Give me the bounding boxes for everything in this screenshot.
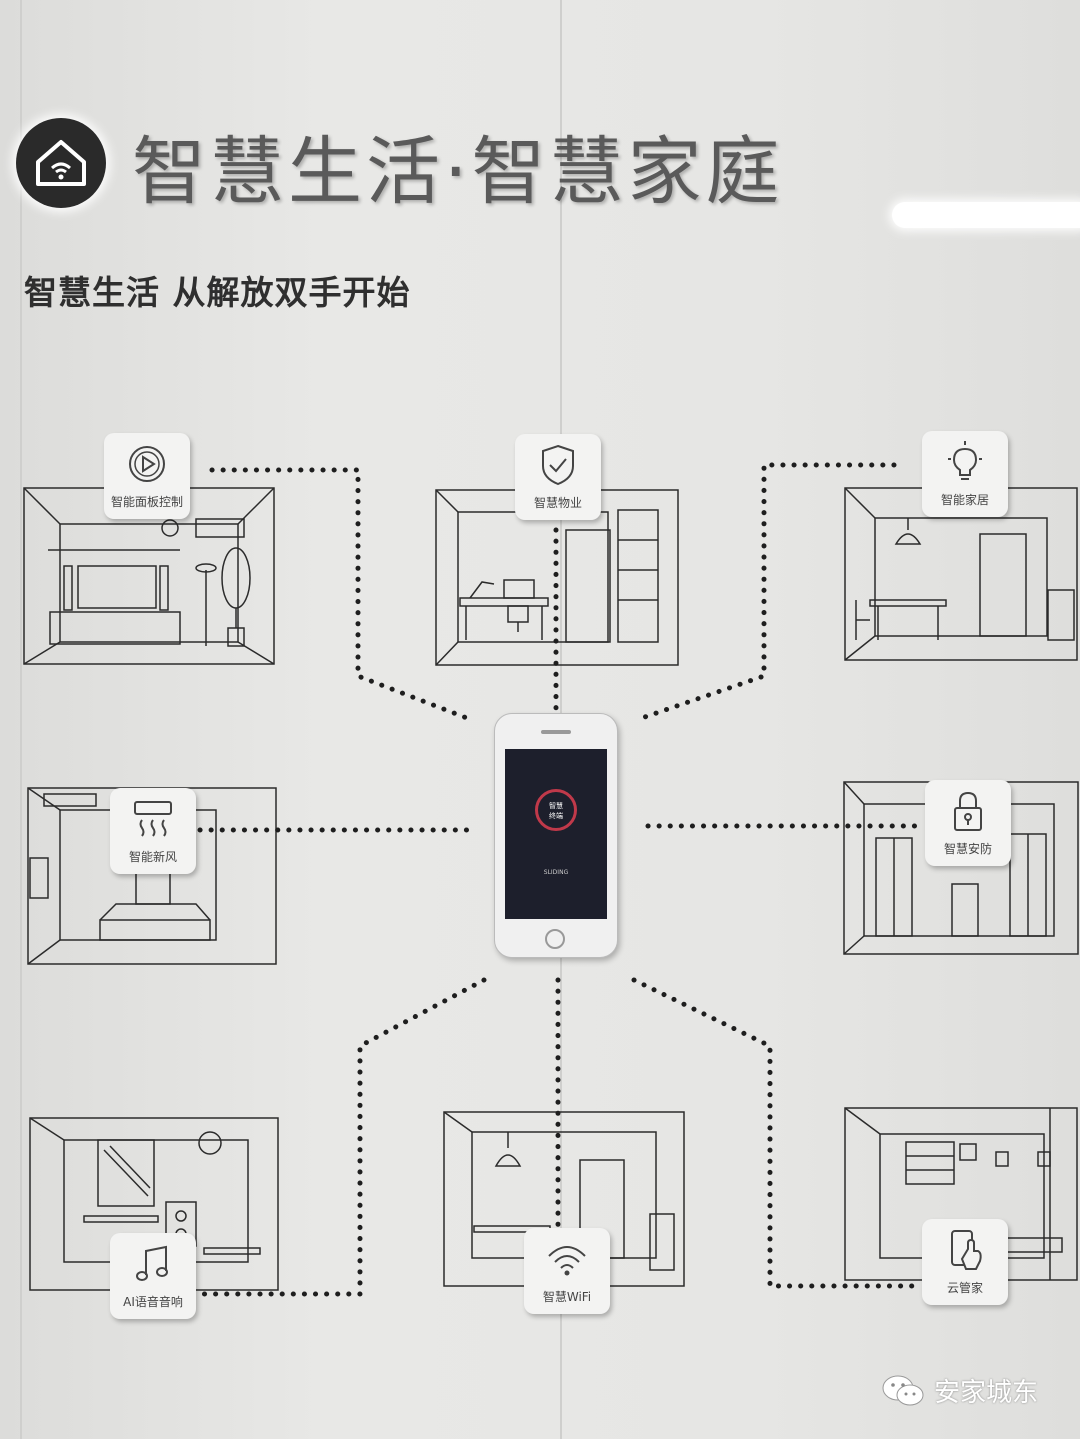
- tile-ai-speaker: AI语音音响: [110, 1233, 196, 1319]
- cloud-butler-room-illustration: [844, 1107, 1078, 1281]
- smart-terminal-phone: 智慧 终端 SLIDING: [494, 713, 618, 958]
- tile-smart-property: 智慧物业: [515, 434, 601, 520]
- connection-lines: [197, 462, 927, 1297]
- tile-smart-fresh-air: 智能新风: [110, 788, 196, 874]
- wechat-icon: [882, 1375, 924, 1405]
- tile-label: 云管家: [946, 1281, 983, 1295]
- tile-label: AI语音音响: [123, 1295, 183, 1309]
- lightbulb-icon: [948, 441, 982, 480]
- screen-ring: [535, 789, 577, 831]
- header-badge: [16, 118, 106, 208]
- tile-smart-home: 智能家居: [922, 431, 1008, 517]
- watermark-text: 安家城东: [934, 1378, 1039, 1408]
- tile-label: 智能面板控制: [110, 495, 183, 509]
- tile-label: 智慧物业: [533, 496, 582, 510]
- screen-title: 智慧 终端: [549, 802, 563, 820]
- lock-icon: [954, 791, 982, 831]
- tile-label: 智慧安防: [943, 842, 992, 856]
- tile-label: 智慧WiFi: [542, 1290, 592, 1304]
- page-title: 智慧生活·智慧家庭: [132, 129, 784, 215]
- tile-smart-security: 智慧安防: [925, 780, 1011, 866]
- tile-label: 智能家居: [940, 493, 989, 507]
- subtitle: 智慧生活 从解放双手开始: [24, 273, 411, 312]
- tile-label: 智能新风: [128, 850, 177, 864]
- tile-cloud-butler: 云管家: [922, 1219, 1008, 1305]
- phone-touch-icon: [951, 1230, 982, 1270]
- home-button: [545, 929, 565, 949]
- play-icon: [129, 446, 165, 482]
- panel-seam: [20, 0, 22, 1439]
- screen-caption: SLIDING: [543, 869, 569, 876]
- smart-home-wifi-icon: [36, 140, 86, 186]
- air-conditioner-icon: [134, 801, 172, 837]
- shield-check-icon: [542, 444, 574, 486]
- living-room-illustration: [23, 487, 275, 665]
- music-note-icon: [136, 1245, 168, 1281]
- tile-smart-panel-control: 智能面板控制: [104, 433, 190, 519]
- watermark: 安家城东: [880, 1372, 1038, 1409]
- phone-screen: 智慧 终端 SLIDING: [505, 749, 607, 919]
- phone-speaker: [541, 730, 571, 734]
- tile-smart-wifi: 智慧WiFi: [524, 1228, 610, 1314]
- wifi-icon: [548, 1246, 586, 1276]
- light-bar: [892, 202, 1080, 228]
